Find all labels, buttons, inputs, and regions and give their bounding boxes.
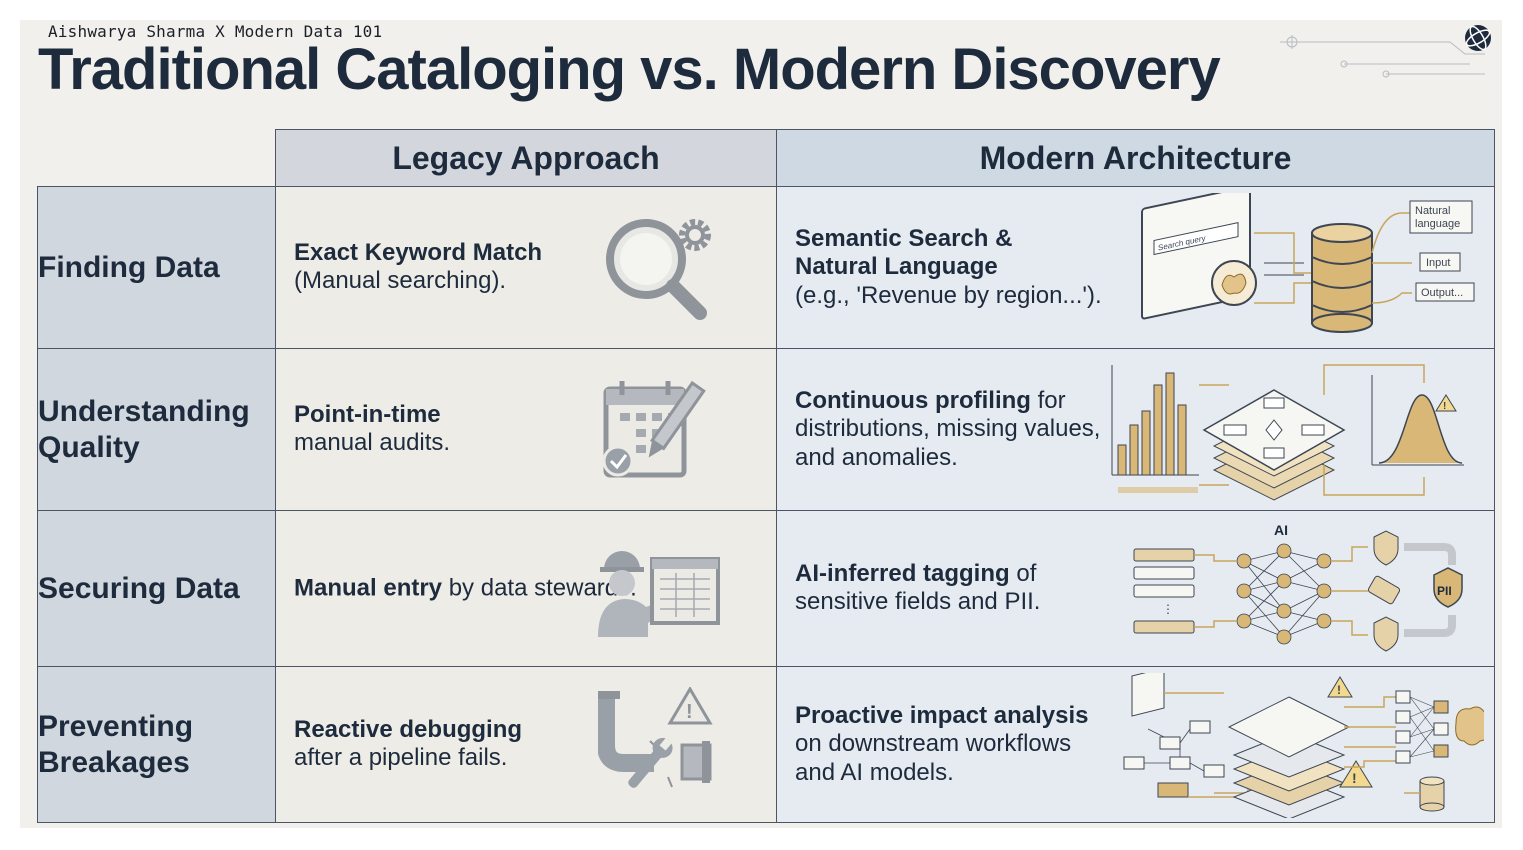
table-row: Securing Data Manual entry by data stewa… xyxy=(37,510,1495,667)
legacy-plain-text: after a pipeline fails. xyxy=(294,744,508,772)
modern-text: Semantic Search & Natural Language (e.g.… xyxy=(795,224,1105,310)
flow-stack-icon xyxy=(1202,389,1346,501)
database-icon xyxy=(1311,223,1373,333)
layered-platform-icon xyxy=(1227,696,1351,818)
table-row: Understanding Quality Point-in-time manu… xyxy=(37,348,1495,511)
worker-spreadsheet-icon xyxy=(598,551,720,637)
legacy-bold-text: Reactive debugging xyxy=(294,715,523,743)
modern-plain-text: of sensitive fields and PII. xyxy=(795,559,1041,616)
modern-bold-text: Proactive impact analysis xyxy=(795,701,1089,729)
svg-text:!: ! xyxy=(686,701,693,723)
table-row: Finding Data Exact Keyword Match (Manual… xyxy=(37,186,1495,349)
profiling-illustration: ! xyxy=(1111,364,1464,501)
modern-cell-finding-data: Semantic Search & Natural Language (e.g.… xyxy=(776,186,1495,349)
row-label-preventing-breakages: Preventing Breakages xyxy=(37,666,276,823)
legacy-bold-text: Point-in-time xyxy=(294,400,441,428)
svg-text:!: ! xyxy=(1352,770,1357,786)
modern-text: AI-inferred tagging of sensitive fields … xyxy=(795,560,1105,618)
modern-cell-understanding-quality: Continuous profiling for distributions, … xyxy=(776,348,1495,511)
legacy-cell-understanding-quality: Point-in-time manual audits. xyxy=(275,348,777,511)
modern-bold-text: Continuous profiling xyxy=(795,386,1031,414)
table-row: Preventing Breakages Reactive debugging … xyxy=(37,666,1495,823)
model-network-icon xyxy=(1395,690,1484,764)
legacy-bold-text: Manual entry xyxy=(294,574,443,602)
row-label-understanding-quality: Understanding Quality xyxy=(37,348,276,511)
legacy-cell-securing-data: Manual entry by data stewards. xyxy=(275,510,777,667)
legacy-cell-preventing-breakages: Reactive debugging after a pipeline fail… xyxy=(275,666,777,823)
legacy-text: Point-in-time manual audits. xyxy=(294,401,450,459)
legacy-bold-text: Exact Keyword Match xyxy=(294,238,543,266)
normal-distribution-icon: ! xyxy=(1371,375,1464,466)
legacy-plain-text: manual audits. xyxy=(294,429,451,457)
row-label-securing-data: Securing Data xyxy=(37,510,276,667)
modern-plain-text: for distributions, missing values, and a… xyxy=(795,386,1101,471)
impact-analysis-illustration: ! ! xyxy=(1123,673,1484,818)
header-corner xyxy=(38,130,276,187)
legacy-cell-finding-data: Exact Keyword Match (Manual searching). xyxy=(275,186,777,349)
row-label-finding-data: Finding Data xyxy=(37,186,276,349)
modern-bold-text: Semantic Search & Natural Language xyxy=(795,224,1013,281)
legacy-plain-text: by data stewards. xyxy=(448,574,637,602)
modern-cell-preventing-breakages: Proactive impact analysis on downstream … xyxy=(776,666,1495,823)
legacy-text: Exact Keyword Match (Manual searching). xyxy=(294,239,542,297)
globe-logo-icon xyxy=(1465,25,1491,51)
table-header-row: Legacy Approach Modern Architecture xyxy=(38,129,1495,187)
modern-bold-text: AI-inferred tagging xyxy=(795,559,1010,587)
legacy-plain-text: (Manual searching). xyxy=(294,267,507,295)
database-icon xyxy=(1419,776,1445,812)
input-label: Input xyxy=(1426,257,1450,269)
svg-text:!: ! xyxy=(1443,401,1446,412)
svg-text:!: ! xyxy=(1337,683,1341,697)
magnifier-gear-icon xyxy=(606,219,711,320)
page-title: Traditional Cataloging vs. Modern Discov… xyxy=(38,37,1221,102)
legacy-text: Manual entry by data stewards. xyxy=(294,574,637,603)
modern-plain-text: (e.g., 'Revenue by region...'). xyxy=(795,281,1102,309)
column-header-legacy: Legacy Approach xyxy=(275,129,777,187)
comparison-table: Legacy Approach Modern Architecture Find… xyxy=(37,129,1495,823)
pii-label: PII xyxy=(1437,584,1452,598)
svg-text:⋮: ⋮ xyxy=(1162,602,1174,616)
modern-text: Continuous profiling for distributions, … xyxy=(795,386,1105,472)
ai-tagging-illustration: ⋮ AI xyxy=(1133,522,1463,652)
author-credit: Aishwarya Sharma X Modern Data 101 xyxy=(48,22,383,41)
legacy-text: Reactive debugging after a pipeline fail… xyxy=(294,716,522,774)
circuit-decoration-icon xyxy=(1280,35,1485,78)
field-list-icon: ⋮ xyxy=(1133,548,1195,634)
histogram-icon xyxy=(1111,365,1199,493)
ai-label: AI xyxy=(1274,522,1288,538)
column-header-modern: Modern Architecture xyxy=(776,129,1495,187)
modern-plain-text: on downstream workflows and AI models. xyxy=(795,730,1072,786)
modern-cell-securing-data: AI-inferred tagging of sensitive fields … xyxy=(776,510,1495,667)
modern-text: Proactive impact analysis on downstream … xyxy=(795,701,1105,787)
neural-network-icon xyxy=(1236,543,1332,645)
calendar-pen-icon xyxy=(602,380,706,478)
output-label: Output... xyxy=(1421,287,1463,299)
broken-pipe-wrench-icon: ! xyxy=(598,687,713,788)
